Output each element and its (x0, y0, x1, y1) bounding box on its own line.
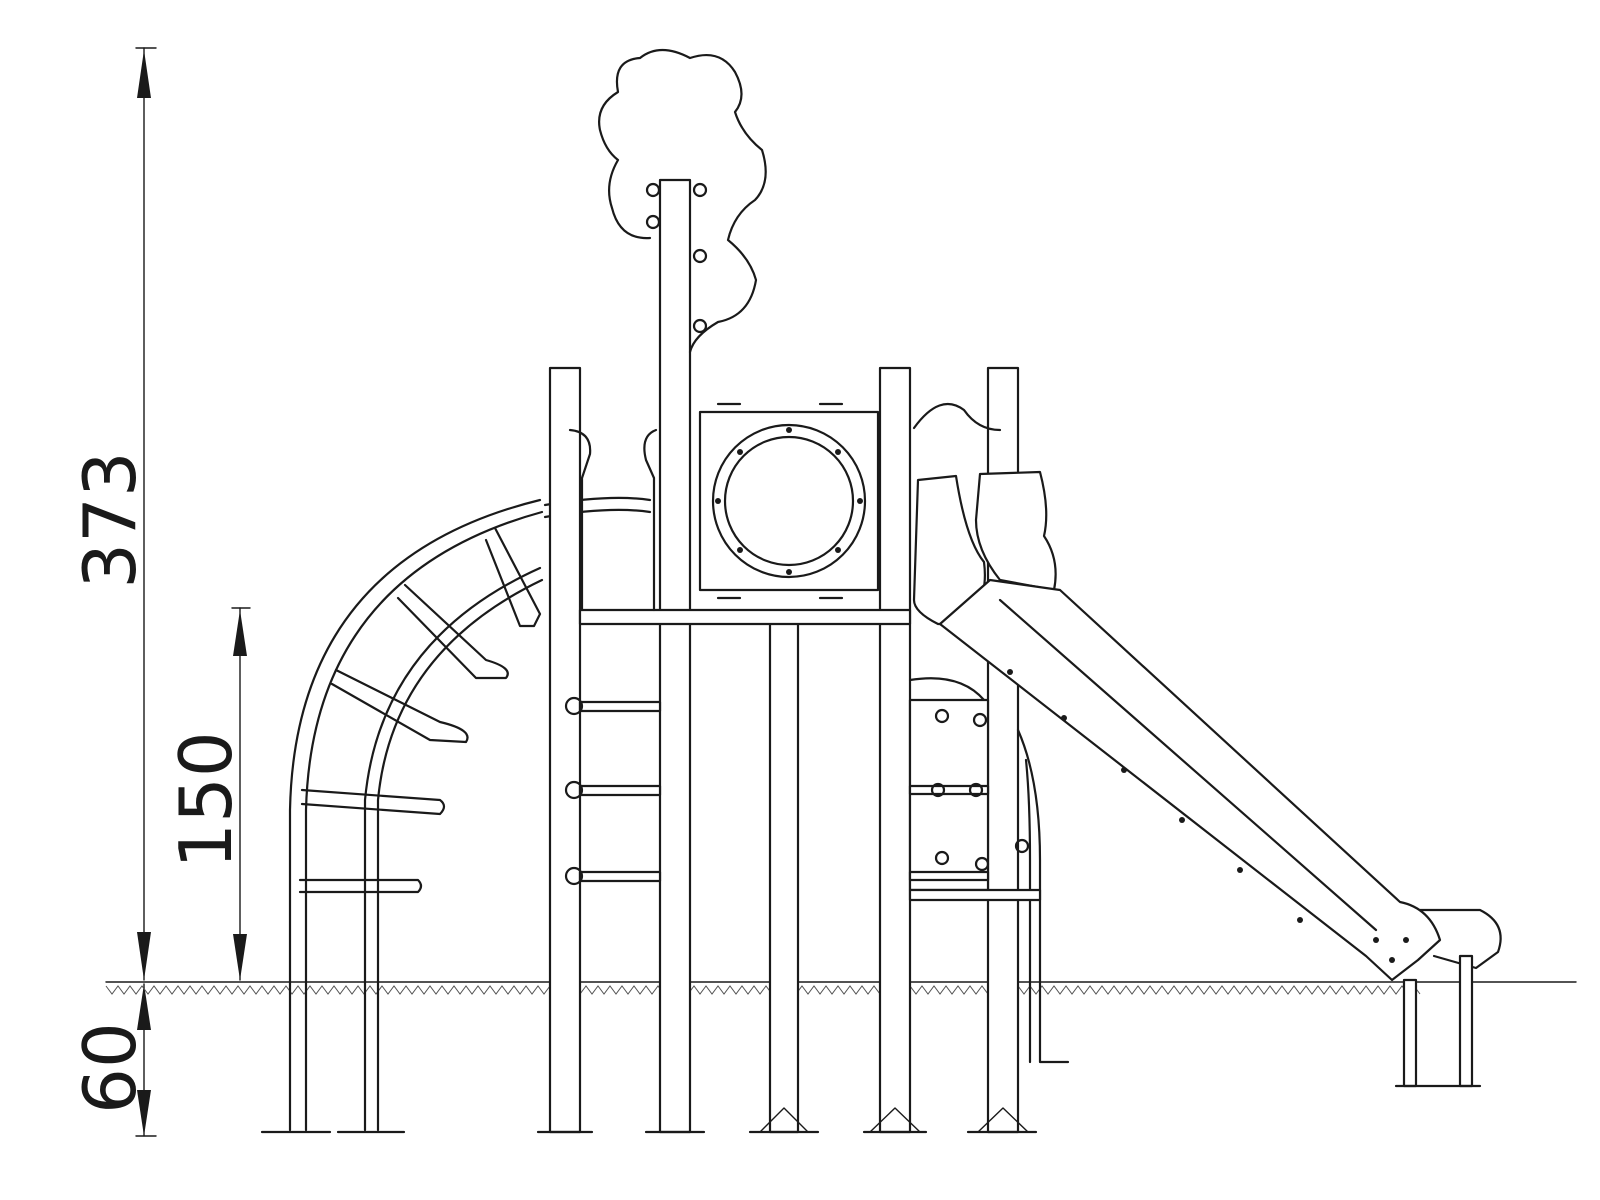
posts (536, 178, 1038, 1134)
platform-deck (568, 402, 1002, 626)
porthole-panel (698, 402, 880, 600)
climbing-wall (908, 677, 1070, 1064)
ground-line (105, 981, 1577, 995)
tree-panel (598, 48, 767, 354)
dimension-foundation-depth: 60 (68, 983, 157, 1137)
post-center (878, 366, 912, 1134)
dimension-platform-height: 150 (164, 607, 251, 981)
post-tall (658, 178, 692, 1134)
total-height-label: 373 (68, 451, 152, 588)
foundation-depth-label: 60 (68, 1022, 152, 1114)
post-support (768, 620, 800, 1134)
arch-climber (260, 496, 652, 1134)
ladder-rungs (564, 696, 662, 886)
slide (912, 470, 1502, 1088)
dimension-total-height: 373 (68, 47, 157, 981)
post-left (548, 366, 582, 1134)
platform-height-label: 150 (164, 731, 248, 868)
